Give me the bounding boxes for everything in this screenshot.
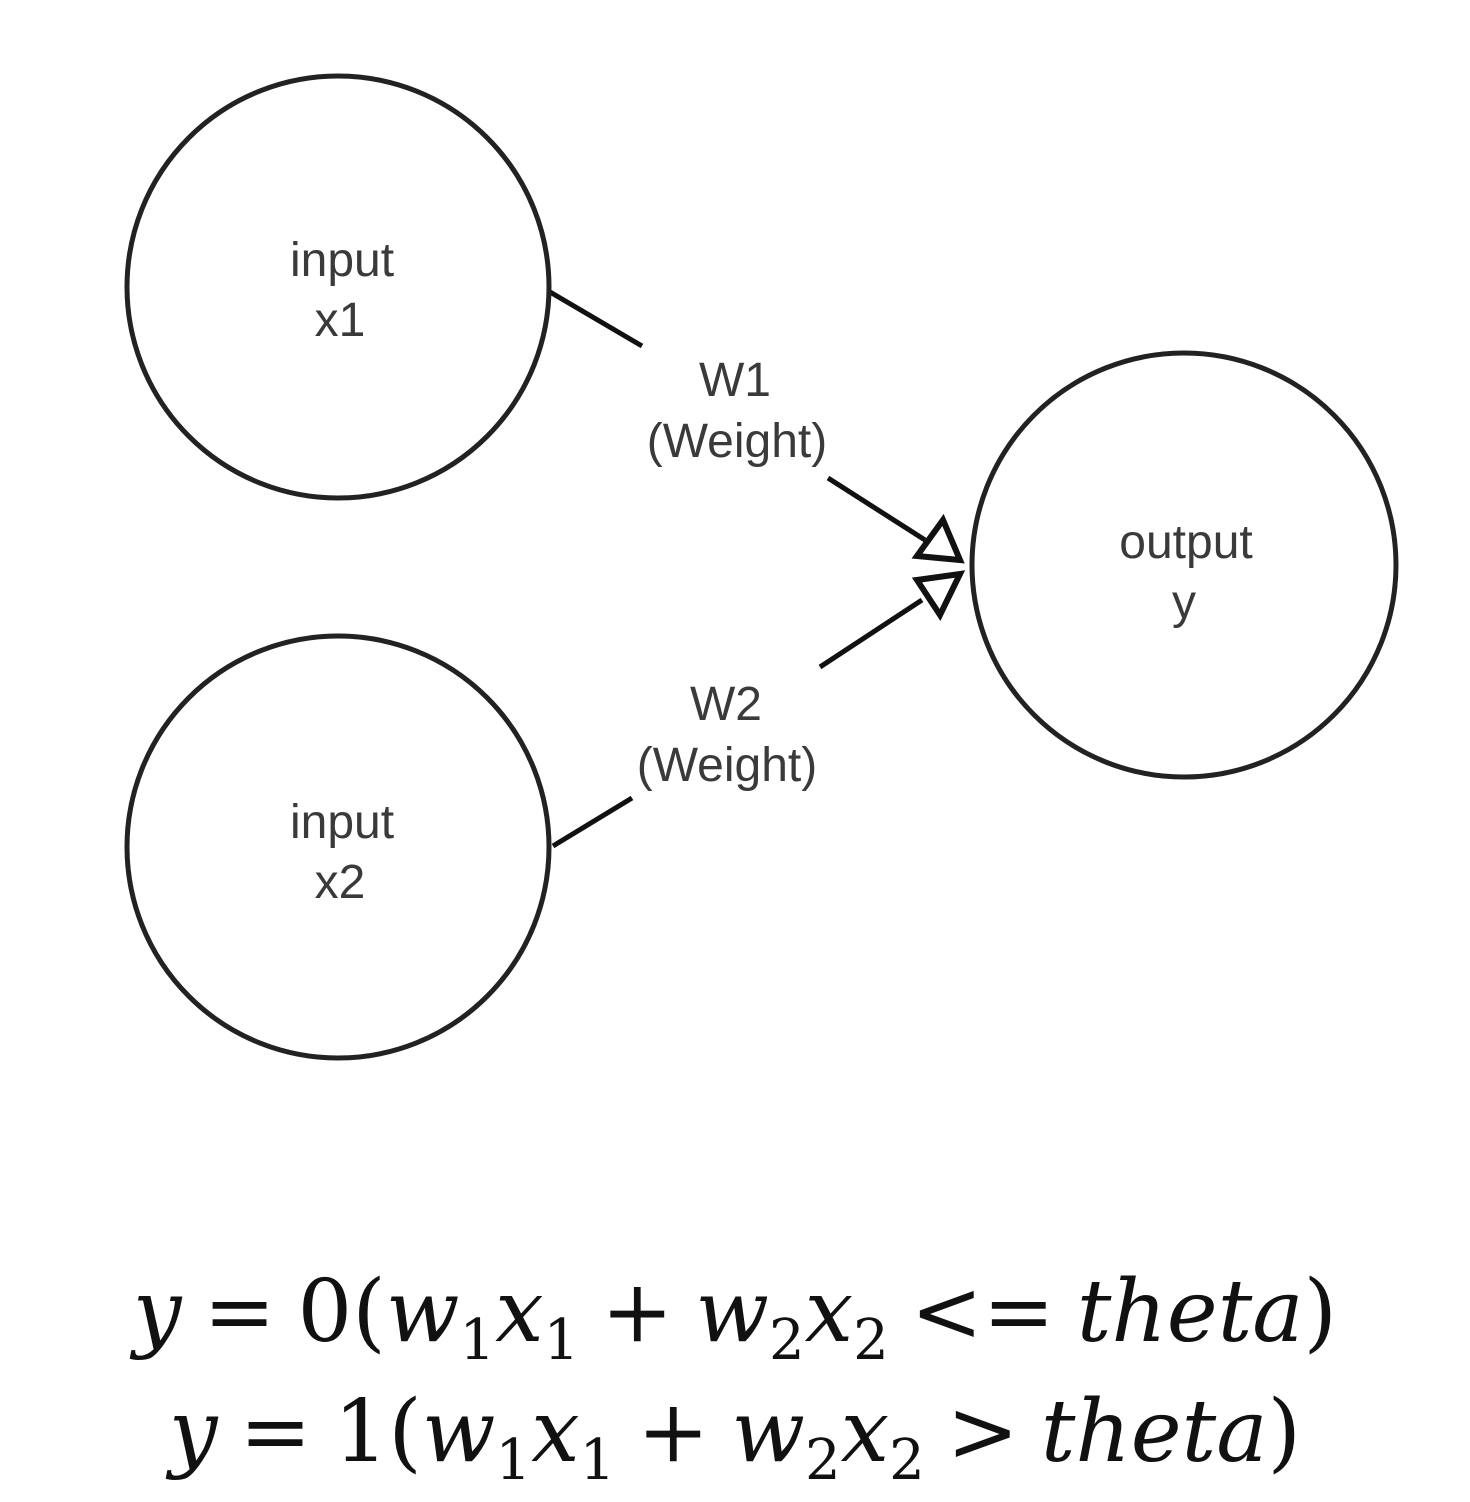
- edge-w1-segment-lower: [826, 475, 927, 543]
- edge-label-w2-name: W2: [690, 678, 762, 731]
- formula-2-x1: x: [531, 1382, 580, 1482]
- formula-2-lhs: y: [168, 1382, 218, 1482]
- node-output-y-variable: y: [1172, 576, 1196, 629]
- edge-label-w1-name: W1: [699, 354, 771, 407]
- formula-2-x1-sub: 1: [579, 1428, 616, 1493]
- node-input-x1-variable: x1: [315, 294, 366, 347]
- node-input-x1: input x1: [124, 73, 552, 501]
- formula-1-x1-sub: 1: [543, 1308, 580, 1373]
- formula-1-x2-sub: 2: [853, 1308, 889, 1373]
- formula-1-lhs: y: [132, 1262, 182, 1362]
- formula-2-x2: x: [840, 1382, 890, 1482]
- formula-1-value: 0: [297, 1262, 353, 1362]
- edge-label-w2-kind: (Weight): [637, 739, 818, 792]
- edge-w2-segment-lower: [551, 795, 634, 849]
- formula-1-w1-sub: 1: [459, 1308, 496, 1373]
- formula-1-w2: w: [695, 1262, 769, 1362]
- formula-output-one: y=1(w1x1+w2x2>theta): [168, 1382, 1302, 1493]
- edge-w1-segment-upper: [548, 289, 644, 349]
- formula-1-equals: =: [203, 1262, 276, 1362]
- formula-2-comparator: >: [946, 1382, 1019, 1482]
- formula-2-w1-sub: 1: [495, 1428, 532, 1493]
- formula-2-theta: theta: [1040, 1382, 1268, 1482]
- edge-w2-segment-upper: [818, 597, 924, 670]
- formula-1-w1: w: [385, 1262, 460, 1362]
- arrow-head-w1-icon: [911, 513, 965, 564]
- node-input-x2-variable: x2: [315, 856, 366, 909]
- node-output-y-label: output: [1119, 516, 1252, 569]
- node-input-x1-circle: [124, 73, 552, 501]
- node-input-x2-label: input: [290, 796, 394, 849]
- arrow-head-w2-icon: [911, 570, 966, 622]
- formula-1-plus: +: [601, 1262, 674, 1362]
- formula-1-w2-sub: 2: [768, 1308, 805, 1373]
- formula-2-equals: =: [239, 1382, 312, 1482]
- formula-2-value: 1: [333, 1382, 389, 1482]
- formula-1-theta: theta: [1076, 1262, 1304, 1362]
- formula-2-w2: w: [731, 1382, 805, 1482]
- formula-2-x2-sub: 2: [889, 1428, 925, 1493]
- node-input-x2-circle: [124, 633, 552, 1061]
- edge-label-w1: W1 (Weight): [647, 354, 828, 468]
- node-output-y-circle: [969, 350, 1399, 780]
- formula-1-x2: x: [804, 1262, 854, 1362]
- formula-1-comparator: <=: [910, 1262, 1055, 1362]
- node-input-x2: input x2: [124, 633, 552, 1061]
- formula-2-plus: +: [637, 1382, 710, 1482]
- node-output-y: output y: [969, 350, 1399, 780]
- edge-label-w2: W2 (Weight): [637, 678, 818, 792]
- edge-label-w1-kind: (Weight): [647, 415, 828, 468]
- node-input-x1-label: input: [290, 234, 394, 287]
- formula-1-x1: x: [495, 1262, 544, 1362]
- formula-output-zero: y=0(w1x1+w2x2<=theta): [132, 1262, 1338, 1373]
- formula-2-w2-sub: 2: [804, 1428, 841, 1493]
- formula-2-w1: w: [421, 1382, 496, 1482]
